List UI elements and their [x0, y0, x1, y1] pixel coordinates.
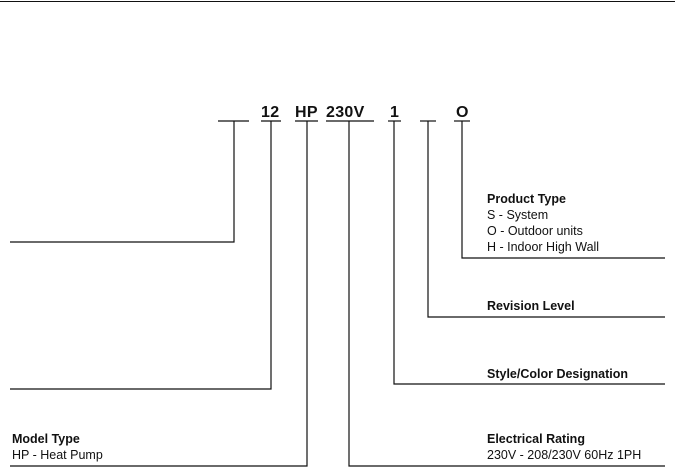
- product-type-option: O - Outdoor units: [487, 224, 583, 238]
- model-type-value: HP - Heat Pump: [12, 448, 103, 462]
- connector-blank-slot: [10, 121, 235, 243]
- connector-product-type: [461, 121, 665, 259]
- revision-level-title: Revision Level: [487, 299, 575, 313]
- product-type-option: H - Indoor High Wall: [487, 240, 599, 254]
- code-segment-style: 1: [390, 104, 399, 121]
- product-type-option: S - System: [487, 208, 548, 222]
- style-color-title: Style/Color Designation: [487, 367, 628, 381]
- connector-electrical-rating: [348, 121, 665, 467]
- code-segment-product-type: O: [456, 104, 469, 121]
- code-segment-electrical: 230V: [326, 104, 365, 121]
- connector-capacity: [10, 121, 272, 390]
- code-segment-model-type: HP: [295, 104, 318, 121]
- connector-style-color: [393, 121, 665, 385]
- model-type-title: Model Type: [12, 432, 80, 446]
- code-segment-capacity: 12: [261, 104, 279, 121]
- electrical-rating-title: Electrical Rating: [487, 432, 585, 446]
- electrical-rating-value: 230V - 208/230V 60Hz 1PH: [487, 448, 641, 462]
- product-type-title: Product Type: [487, 192, 566, 206]
- connector-revision-level: [427, 121, 665, 318]
- connector-model-type: [10, 121, 308, 467]
